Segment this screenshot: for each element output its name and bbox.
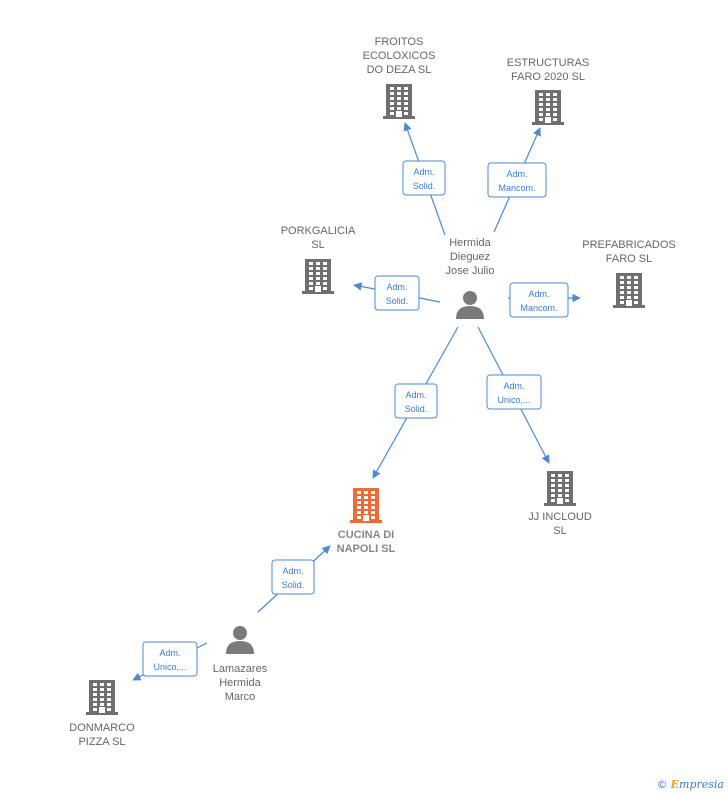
building-icon[interactable] bbox=[544, 471, 576, 506]
copyright-icon: © bbox=[656, 778, 668, 791]
role-badge[interactable] bbox=[271, 559, 315, 595]
role-badge[interactable] bbox=[374, 275, 420, 311]
node-label[interactable]: DO DEZA SL bbox=[367, 64, 432, 76]
role-label: Adm. bbox=[282, 566, 303, 576]
node-label[interactable]: Hermida bbox=[449, 237, 491, 249]
person-icon[interactable] bbox=[456, 291, 484, 319]
role-badge[interactable] bbox=[402, 160, 446, 196]
node-donmarco[interactable]: DONMARCO PIZZA SL bbox=[69, 680, 135, 748]
building-icon[interactable] bbox=[302, 259, 334, 294]
node-froitos[interactable]: FROITOS ECOLOXICOS DO DEZA SL bbox=[363, 36, 436, 119]
role-label: Mancom. bbox=[520, 303, 557, 313]
node-label[interactable]: PREFABRICADOS bbox=[582, 239, 676, 251]
node-label[interactable]: SL bbox=[553, 525, 566, 537]
role-label: Solid. bbox=[413, 181, 436, 191]
node-porkgalicia[interactable]: PORKGALICIA SL bbox=[281, 225, 356, 294]
role-badge[interactable] bbox=[487, 162, 547, 198]
edge-hermida-froitos: Adm. Solid. bbox=[402, 122, 446, 236]
node-label[interactable]: Dieguez bbox=[450, 251, 490, 263]
node-label[interactable]: DONMARCO bbox=[69, 722, 135, 734]
edge-lamazares-donmarco: Adm. Unico,... bbox=[132, 641, 208, 681]
node-cucina[interactable]: CUCINA DI NAPOLI SL bbox=[337, 488, 396, 555]
role-badge[interactable] bbox=[142, 641, 198, 677]
node-label[interactable]: Lamazares bbox=[213, 663, 268, 675]
building-icon[interactable] bbox=[383, 84, 415, 119]
node-label[interactable]: ESTRUCTURAS bbox=[507, 57, 590, 69]
node-prefabricados[interactable]: PREFABRICADOS FARO SL bbox=[582, 239, 676, 308]
building-icon[interactable] bbox=[86, 680, 118, 715]
node-label[interactable]: CUCINA DI bbox=[338, 529, 394, 541]
role-badge[interactable] bbox=[394, 383, 438, 419]
edge-hermida-prefabricados: Adm. Mancom. bbox=[508, 282, 581, 318]
node-label[interactable]: ECOLOXICOS bbox=[363, 50, 436, 62]
role-label: Solid. bbox=[386, 296, 409, 306]
node-estructuras[interactable]: ESTRUCTURAS FARO 2020 SL bbox=[507, 57, 590, 125]
node-label[interactable]: SL bbox=[311, 239, 324, 251]
building-icon[interactable] bbox=[350, 488, 382, 523]
edge-hermida-porkgalicia: Adm. Solid. bbox=[353, 275, 441, 311]
node-label[interactable]: PIZZA SL bbox=[78, 736, 125, 748]
role-label: Unico,... bbox=[497, 395, 530, 405]
building-icon[interactable] bbox=[532, 90, 564, 125]
node-label[interactable]: FARO 2020 SL bbox=[511, 71, 585, 83]
node-label[interactable]: FROITOS bbox=[375, 36, 424, 48]
node-jjincloud[interactable]: JJ INCLOUD SL bbox=[528, 471, 592, 537]
brand-name: mpresia bbox=[679, 778, 724, 791]
building-icon[interactable] bbox=[613, 273, 645, 308]
role-label: Unico,... bbox=[153, 662, 186, 672]
role-label: Solid. bbox=[282, 580, 305, 590]
role-label: Adm. bbox=[159, 648, 180, 658]
edge-hermida-jjincloud: Adm. Unico,... bbox=[477, 326, 550, 464]
node-label[interactable]: NAPOLI SL bbox=[337, 543, 396, 555]
edge-hermida-estructuras: Adm. Mancom. bbox=[487, 127, 547, 233]
node-label[interactable]: FARO SL bbox=[606, 253, 652, 265]
role-label: Adm. bbox=[506, 169, 527, 179]
role-badge[interactable] bbox=[486, 374, 542, 410]
edge-hermida-cucina: Adm. Solid. bbox=[372, 326, 459, 479]
node-label[interactable]: JJ INCLOUD bbox=[528, 511, 592, 523]
brand-initial: E bbox=[670, 778, 680, 791]
role-label: Adm. bbox=[413, 167, 434, 177]
role-label: Adm. bbox=[405, 390, 426, 400]
role-badge[interactable] bbox=[509, 282, 569, 318]
node-label[interactable]: Marco bbox=[225, 691, 256, 703]
role-label: Solid. bbox=[405, 404, 428, 414]
role-label: Mancom. bbox=[498, 183, 535, 193]
role-label: Adm. bbox=[386, 282, 407, 292]
node-label[interactable]: PORKGALICIA bbox=[281, 225, 356, 237]
role-label: Adm. bbox=[528, 289, 549, 299]
person-icon[interactable] bbox=[226, 626, 254, 654]
role-label: Adm. bbox=[503, 381, 524, 391]
brand-footer: ©Empresia bbox=[657, 778, 724, 791]
node-label[interactable]: Hermida bbox=[219, 677, 261, 689]
node-label[interactable]: Jose Julio bbox=[446, 265, 495, 277]
edge-lamazares-cucina: Adm. Solid. bbox=[257, 545, 331, 613]
